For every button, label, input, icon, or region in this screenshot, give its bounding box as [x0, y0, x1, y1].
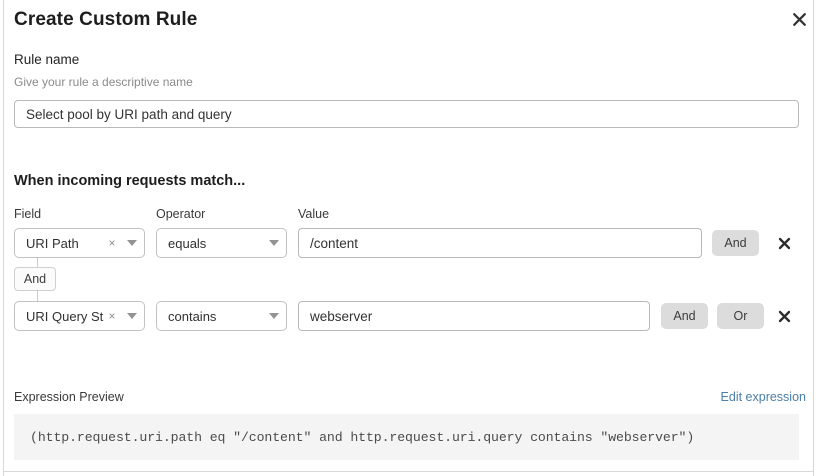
- row-1-remove-icon[interactable]: [773, 232, 795, 254]
- column-header-operator: Operator: [156, 207, 206, 221]
- rule-name-help-text: Give your rule a descriptive name: [14, 75, 193, 89]
- row-2-field-value: URI Query St...: [26, 308, 104, 324]
- row-2-field-select[interactable]: URI Query St... ×: [14, 301, 145, 331]
- expression-preview-text: (http.request.uri.path eq "/content" and…: [30, 429, 695, 445]
- clear-x-icon[interactable]: ×: [108, 309, 116, 323]
- row-1-field-value: URI Path: [26, 235, 79, 251]
- connector-line-bottom: [37, 290, 38, 301]
- row-1-and-button[interactable]: And: [712, 230, 759, 256]
- connector-line-top: [37, 258, 38, 268]
- card-edge-bottom: [3, 471, 814, 472]
- chevron-down-icon[interactable]: [262, 240, 286, 246]
- row-2-operator-value: contains: [168, 308, 217, 324]
- card-edge-left: [3, 0, 4, 476]
- expression-preview-box: (http.request.uri.path eq "/content" and…: [14, 414, 799, 460]
- dialog-title: Create Custom Rule: [14, 9, 198, 30]
- row-2-and-button[interactable]: And: [661, 303, 708, 329]
- row-1-operator-value: equals: [168, 235, 207, 251]
- row-1-operator-select[interactable]: equals: [156, 228, 287, 258]
- column-header-field: Field: [14, 207, 42, 221]
- row-2-operator-select[interactable]: contains: [156, 301, 287, 331]
- card-edge-right: [813, 0, 814, 476]
- chevron-down-icon[interactable]: [262, 313, 286, 319]
- row-1-field-select[interactable]: URI Path ×: [14, 228, 145, 258]
- chevron-down-icon[interactable]: [120, 313, 144, 319]
- row-2-or-button[interactable]: Or: [717, 303, 764, 329]
- rows-connector-and-button[interactable]: And: [14, 267, 56, 291]
- row-1-value-input[interactable]: [298, 228, 702, 258]
- clear-x-icon[interactable]: ×: [108, 236, 116, 250]
- row-2-remove-icon[interactable]: [773, 305, 795, 327]
- rule-name-label: Rule name: [14, 52, 80, 67]
- chevron-down-icon[interactable]: [120, 240, 144, 246]
- expression-preview-label: Expression Preview: [14, 390, 124, 404]
- close-icon[interactable]: [786, 6, 812, 32]
- column-header-value: Value: [298, 207, 330, 221]
- edit-expression-link[interactable]: Edit expression: [720, 390, 806, 404]
- row-2-value-input[interactable]: [298, 301, 650, 331]
- rule-name-input[interactable]: [14, 100, 799, 128]
- match-section-heading: When incoming requests match...: [14, 173, 246, 189]
